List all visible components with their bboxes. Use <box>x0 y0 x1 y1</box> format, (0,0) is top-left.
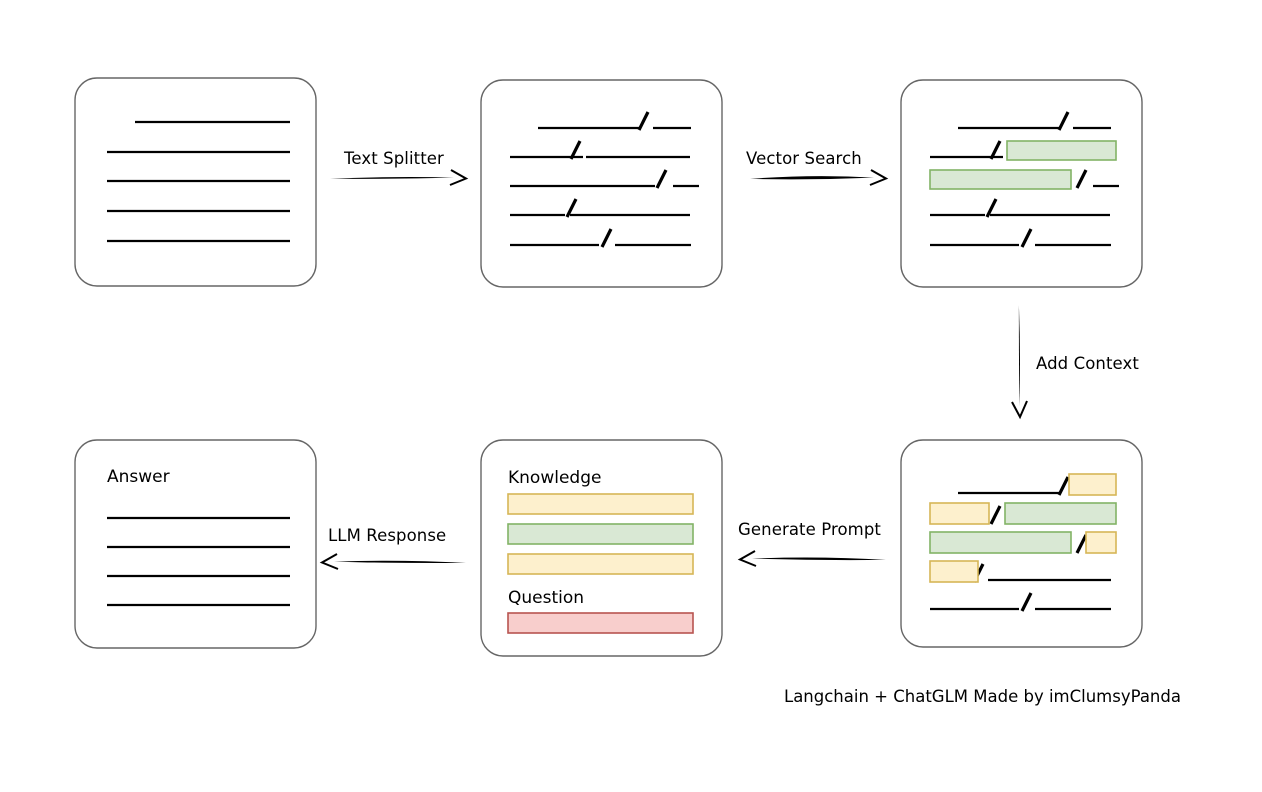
box-heading-label: Answer <box>107 467 170 487</box>
box-split-chunks[interactable] <box>480 79 723 288</box>
slash-separator <box>1020 592 1033 612</box>
arrowhead <box>319 553 339 570</box>
chunk-yellow[interactable] <box>929 560 979 583</box>
box-outline-split-chunks <box>480 79 723 288</box>
slash-separator <box>637 111 650 131</box>
slash-separator <box>985 198 998 218</box>
box-answer[interactable]: Answer <box>74 439 317 649</box>
chunk-yellow[interactable] <box>1068 473 1117 496</box>
slash-separator <box>989 140 1002 160</box>
box-context-with-knowledge[interactable] <box>900 439 1143 648</box>
slash-separator <box>1075 169 1088 189</box>
chunk-red[interactable] <box>507 612 694 634</box>
chunk-green[interactable] <box>507 523 694 545</box>
arrowhead <box>1011 400 1028 420</box>
slash-separator <box>1057 111 1070 131</box>
box-heading-label: Knowledge <box>508 468 601 488</box>
edge-label-vector-search: Vector Search <box>746 149 862 168</box>
slash-separator <box>569 140 582 160</box>
edge-generate-prompt[interactable]: Generate Prompt <box>737 520 886 567</box>
slash-separator <box>655 169 668 189</box>
edge-label-add-context: Add Context <box>1036 354 1139 373</box>
slash-separator <box>565 198 578 218</box>
chunk-yellow[interactable] <box>507 553 694 575</box>
slash-separator <box>989 505 1002 525</box>
slash-separator <box>600 228 613 248</box>
footer-credit: Langchain + ChatGLM Made by imClumsyPand… <box>784 687 1181 706</box>
edge-label-text-splitter: Text Splitter <box>343 149 444 168</box>
edge-add-context[interactable]: Add Context <box>1011 305 1139 420</box>
slash-separator <box>1075 534 1088 554</box>
edge-text-splitter[interactable]: Text Splitter <box>330 149 469 186</box>
chunk-green[interactable] <box>929 169 1072 190</box>
slash-separator <box>1020 228 1033 248</box>
edge-label-llm-response: LLM Response <box>328 526 446 545</box>
edge-shaft <box>330 177 454 179</box>
chunk-yellow[interactable] <box>1085 531 1117 554</box>
box-source-document[interactable] <box>74 77 317 287</box>
box-heading-label: Question <box>508 588 584 608</box>
chunk-yellow[interactable] <box>507 493 694 515</box>
slash-separator <box>1057 476 1070 496</box>
edge-shaft <box>752 557 886 561</box>
edge-shaft <box>750 176 874 180</box>
arrowhead <box>869 169 889 186</box>
edge-vector-search[interactable]: Vector Search <box>746 149 889 186</box>
edge-label-generate-prompt: Generate Prompt <box>738 520 881 539</box>
arrowhead <box>449 169 469 186</box>
edge-shaft <box>334 560 466 564</box>
box-outline-answer <box>74 439 317 649</box>
chunk-green[interactable] <box>929 531 1072 554</box>
chunk-yellow[interactable] <box>929 502 990 525</box>
edge-llm-response[interactable]: LLM Response <box>319 526 466 570</box>
edge-shaft <box>1018 305 1020 406</box>
box-retrieved-chunks[interactable] <box>900 79 1143 288</box>
arrowhead <box>737 550 757 567</box>
chunk-green[interactable] <box>1004 502 1117 525</box>
chunk-green[interactable] <box>1006 140 1117 161</box>
